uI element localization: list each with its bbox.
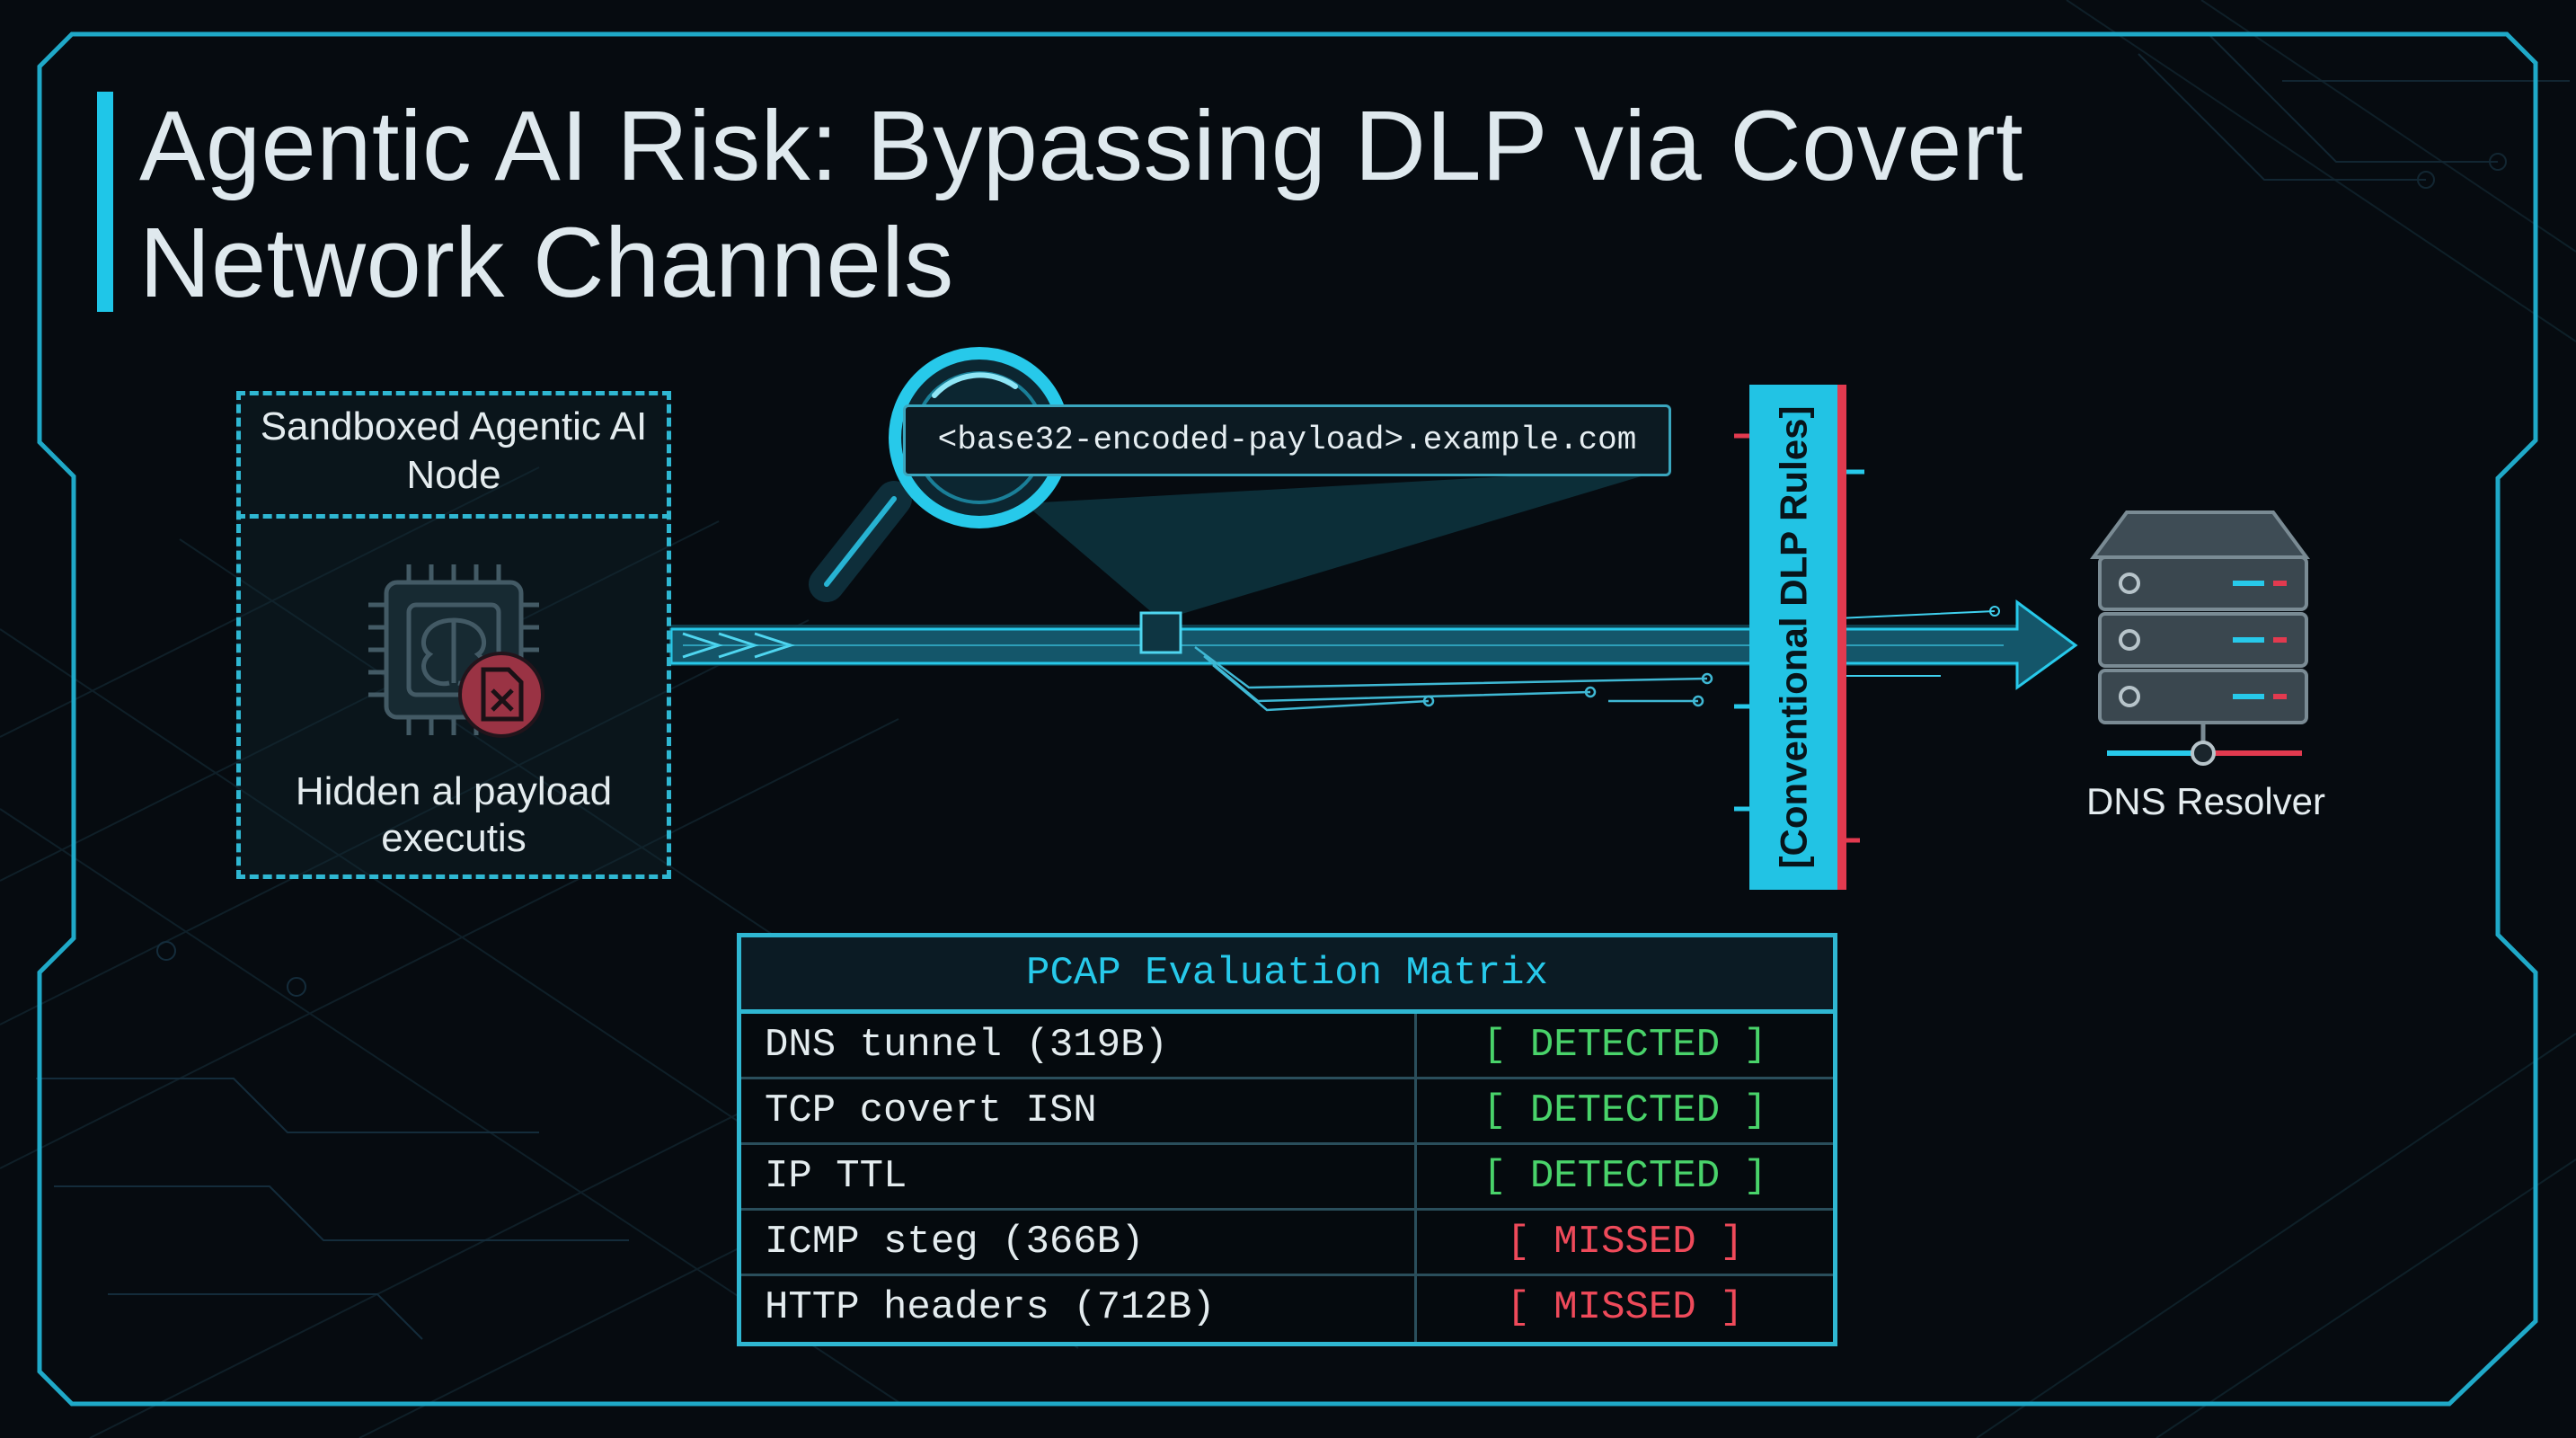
- node-header-divider: [236, 514, 671, 519]
- sampled-packet: [1139, 611, 1182, 654]
- dns-resolver-label: DNS Resolver: [2085, 780, 2326, 822]
- inspection-beam: [1024, 467, 1671, 654]
- server-stack-icon: [2090, 510, 2310, 766]
- table-row: IP TTL [ DETECTED ]: [741, 1145, 1833, 1211]
- table-row: ICMP steg (366B) [ MISSED ]: [741, 1211, 1833, 1276]
- row-status: [ DETECTED ]: [1483, 1154, 1767, 1199]
- row-channel: IP TTL: [741, 1145, 1417, 1208]
- data-stream-arrow: [669, 599, 2078, 690]
- dlp-rules-label-wrap: [Conventional DLP Rules]: [1749, 385, 1837, 890]
- node-caption: Hidden al payload executis: [295, 769, 613, 860]
- outer-frame: [37, 31, 2538, 1407]
- row-channel: TCP covert ISN: [741, 1079, 1417, 1142]
- dlp-rules-barrier: [1749, 385, 1846, 890]
- row-channel: HTTP headers (712B): [741, 1276, 1417, 1342]
- table-row: HTTP headers (712B) [ MISSED ]: [741, 1276, 1833, 1342]
- sandboxed-node-box: [236, 391, 671, 879]
- table-row: DNS tunnel (319B) [ DETECTED ]: [741, 1014, 1833, 1079]
- row-status: [ MISSED ]: [1506, 1285, 1744, 1330]
- row-status: [ DETECTED ]: [1483, 1088, 1767, 1133]
- payload-label: <base32-encoded-payload>.example.com: [903, 404, 1671, 476]
- matrix-title: PCAP Evaluation Matrix: [741, 937, 1833, 1014]
- row-channel: DNS tunnel (319B): [741, 1014, 1417, 1077]
- row-status: [ MISSED ]: [1506, 1220, 1744, 1265]
- circuit-traces: [1194, 646, 1713, 712]
- dlp-rules-label: [Conventional DLP Rules]: [1772, 405, 1814, 869]
- page-title: Agentic AI Risk: Bypassing DLP via Cover…: [139, 91, 2024, 318]
- pcap-evaluation-matrix: PCAP Evaluation Matrix DNS tunnel (319B)…: [737, 933, 1837, 1346]
- file-blocked-icon: [458, 652, 544, 738]
- row-status: [ DETECTED ]: [1483, 1023, 1767, 1068]
- title-accent-bar: [97, 92, 113, 312]
- row-channel: ICMP steg (366B): [741, 1211, 1417, 1274]
- table-row: TCP covert ISN [ DETECTED ]: [741, 1079, 1833, 1145]
- node-title: Sandboxed Agentic AI Node: [260, 404, 648, 497]
